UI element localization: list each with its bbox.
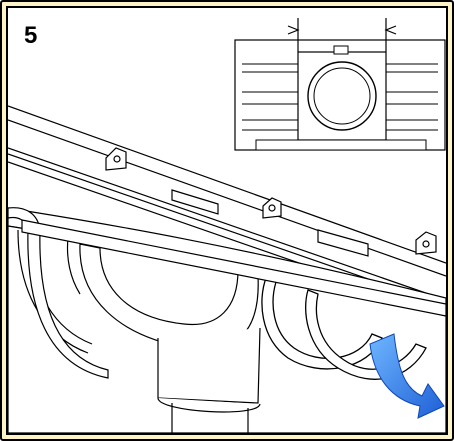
gutter-bracket [262,197,282,219]
step-number: 5 [24,22,38,49]
dimension-arrow-icon [287,18,397,52]
gutter-bracket [415,231,437,255]
rail-clip [171,189,369,257]
gutter-bracket [105,147,127,171]
gutter-assembly-drawing [8,18,446,433]
rotate-arrow-icon [369,333,445,419]
hanger-bracket [261,277,427,380]
instruction-panel: 5 [6,6,448,435]
hanger-rod [21,219,446,317]
detail-inset [234,18,446,151]
